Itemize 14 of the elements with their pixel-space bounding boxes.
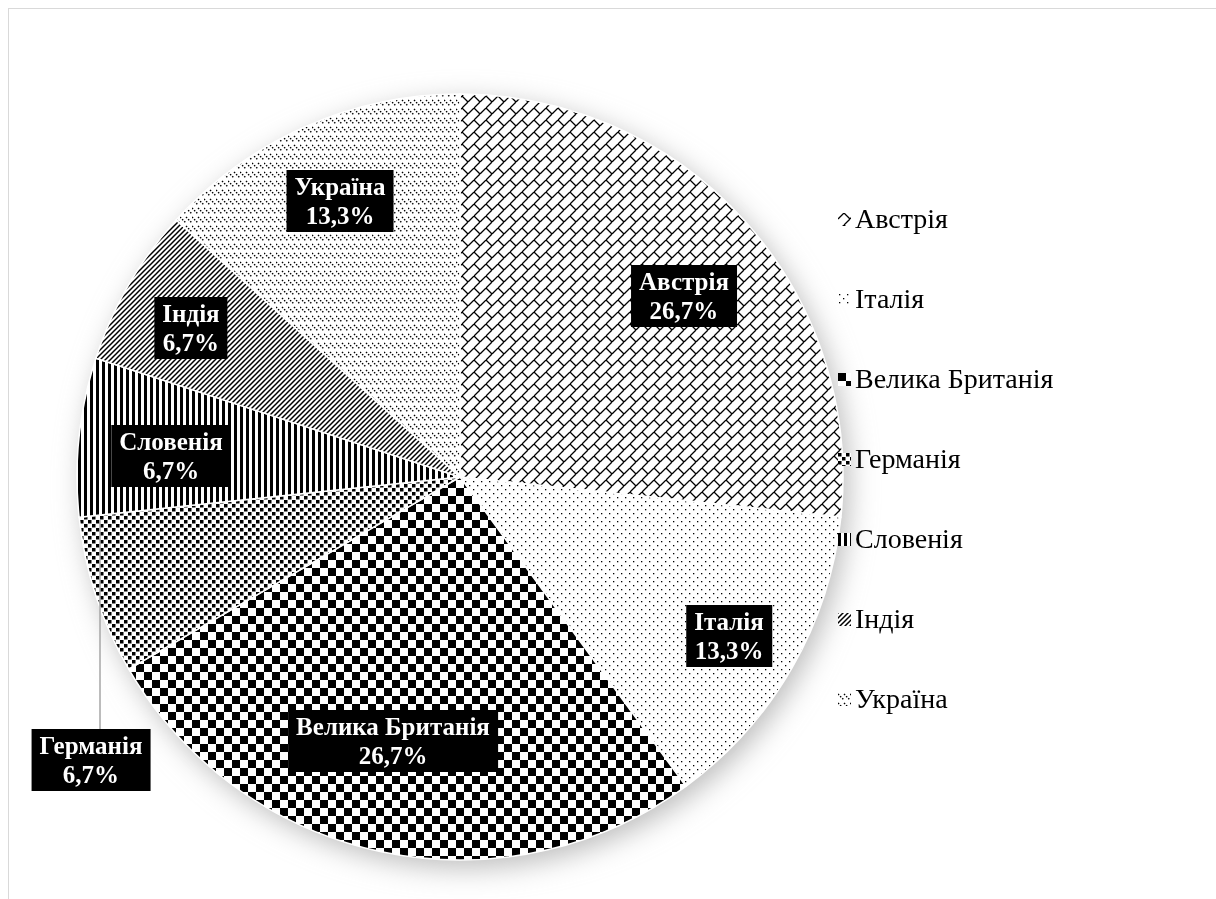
legend-label: Велика Британія [855,363,1054,395]
data-label: Індія 6,7% [154,297,228,359]
legend-label: Словенія [855,523,963,555]
data-label: Італія 13,3% [686,605,772,667]
legend-label: Австрія [855,203,948,235]
data-label: Германія 6,7% [31,729,151,791]
legend-label: Індія [855,603,915,635]
legend-label: Германія [855,443,961,475]
legend-label: Італія [855,283,925,315]
legend-label: Україна [855,683,948,715]
data-label: Австрія 26,7% [631,265,737,327]
data-label: Україна 13,3% [286,170,394,232]
data-label: Велика Британія 26,7% [288,710,498,772]
data-label: Словенія 6,7% [111,425,231,487]
